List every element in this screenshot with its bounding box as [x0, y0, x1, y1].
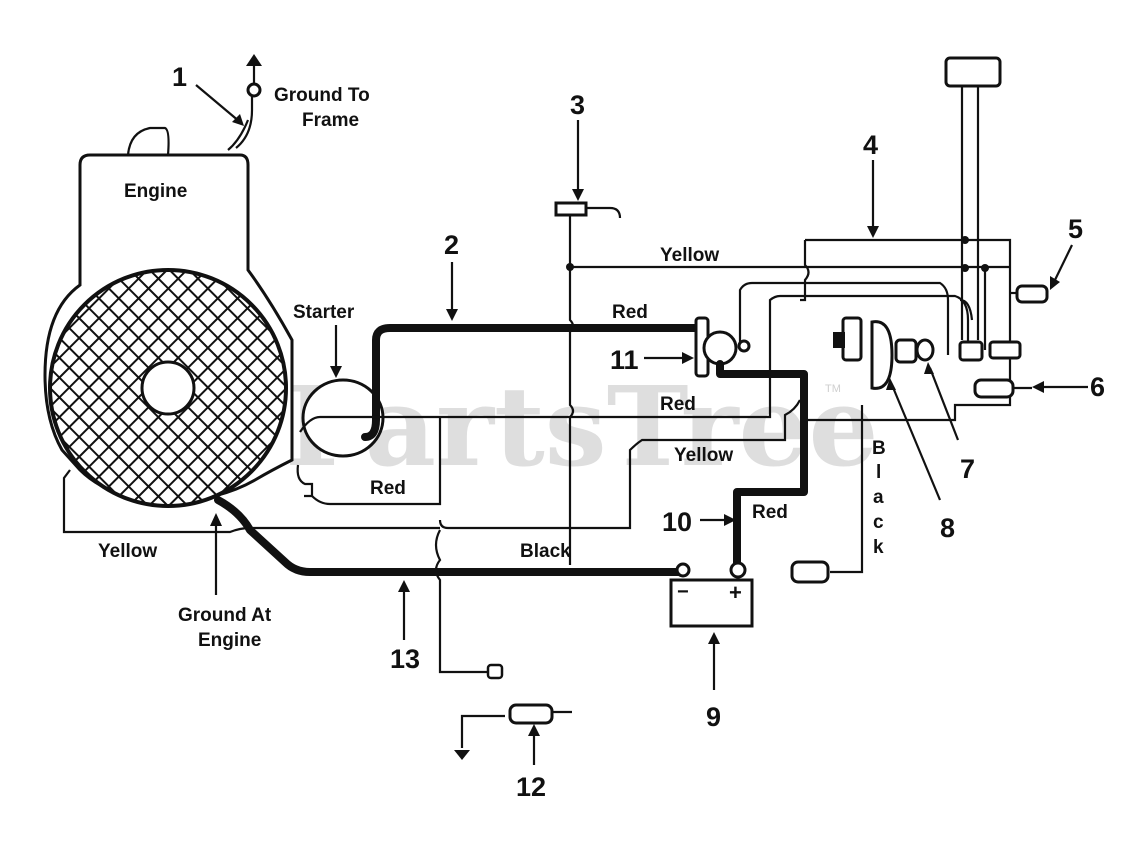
- black-letter-c: c: [873, 512, 884, 533]
- callout-7: 7: [960, 454, 975, 484]
- callout-3: 3: [570, 90, 585, 120]
- ground-to-frame-label-2: Frame: [302, 110, 359, 131]
- wire-yellow-left: Yellow: [98, 541, 157, 562]
- wire-red-top: Red: [612, 302, 648, 323]
- starter-label: Starter: [293, 302, 355, 323]
- battery-positive-label: +: [729, 580, 742, 605]
- callout-9: 9: [706, 702, 721, 732]
- callout-13: 13: [390, 644, 420, 674]
- battery-ground-cable: [214, 496, 684, 576]
- switch-assembly: [833, 316, 935, 390]
- callout-6: 6: [1090, 372, 1105, 402]
- wire-red-battery: Red: [752, 502, 788, 523]
- callout-1: 1: [172, 62, 187, 92]
- battery-negative-label: −: [677, 581, 689, 603]
- wire-black-main: Black: [520, 541, 571, 562]
- wire-red-mid: Red: [660, 394, 696, 415]
- callout-10: 10: [662, 507, 692, 537]
- starter-arrow-icon: [330, 366, 342, 378]
- ground-at-engine: Ground At Engine: [178, 513, 272, 651]
- ground-symbol-icon: [246, 54, 262, 66]
- black-letter-l: l: [876, 462, 881, 483]
- ground-at-engine-label-2: Engine: [198, 630, 261, 651]
- ground-at-engine-label-1: Ground At: [178, 605, 272, 626]
- black-letter-k: k: [873, 537, 884, 558]
- wire-yellow-mid: Yellow: [674, 445, 733, 466]
- watermark-tm: TM: [825, 383, 841, 395]
- ground-symbol-12-icon: [454, 750, 470, 760]
- callout-numbers: 1 2 3 4 5 6 7 8 9 10 11 12 13: [172, 62, 1105, 802]
- ignition-switch: [944, 56, 1022, 362]
- callout-11: 11: [610, 345, 639, 375]
- watermark: PartsTree: [285, 362, 879, 491]
- callout-12: 12: [516, 772, 546, 802]
- callout-4: 4: [863, 130, 878, 160]
- callout-8: 8: [940, 513, 955, 543]
- engine-label: Engine: [124, 181, 187, 202]
- connector-3: [554, 201, 622, 219]
- battery: − +: [669, 561, 754, 628]
- wire-red-starter: Red: [370, 478, 406, 499]
- black-letter-a: a: [873, 487, 884, 508]
- callout-arrows: [195, 84, 1088, 765]
- wire-yellow-top: Yellow: [660, 245, 719, 266]
- battery-positive-cable: [716, 360, 808, 576]
- starter-cable: [361, 324, 704, 441]
- black-letter-b: B: [872, 438, 886, 459]
- engine: Engine: [43, 119, 294, 508]
- ground-to-frame-lead: Ground To Frame: [235, 54, 370, 149]
- ground-to-frame-label-1: Ground To: [274, 85, 370, 106]
- callout-5: 5: [1068, 214, 1083, 244]
- thin-wires: [62, 215, 1049, 760]
- solenoid: [694, 316, 751, 378]
- callout-2: 2: [444, 230, 459, 260]
- wire-black-vertical: B l a c k: [872, 438, 886, 558]
